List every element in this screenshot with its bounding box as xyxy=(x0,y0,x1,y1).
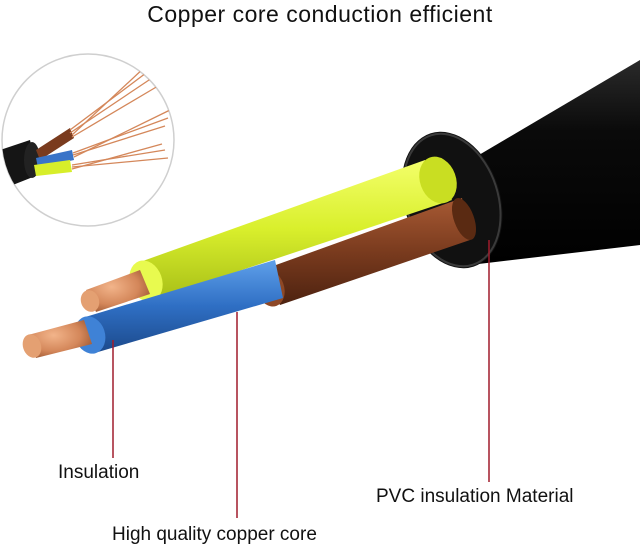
copper-core-label: High quality copper core xyxy=(112,524,317,545)
copper-strands xyxy=(69,65,171,170)
yellow-green-wire xyxy=(80,156,457,312)
insulation-label: Insulation xyxy=(58,462,140,483)
detail-inset xyxy=(1,53,175,227)
leader-lines xyxy=(112,240,490,518)
page-title: Copper core conduction efficient xyxy=(147,1,493,27)
blue-wire xyxy=(22,260,283,358)
pvc-label: PVC insulation Material xyxy=(376,486,574,507)
